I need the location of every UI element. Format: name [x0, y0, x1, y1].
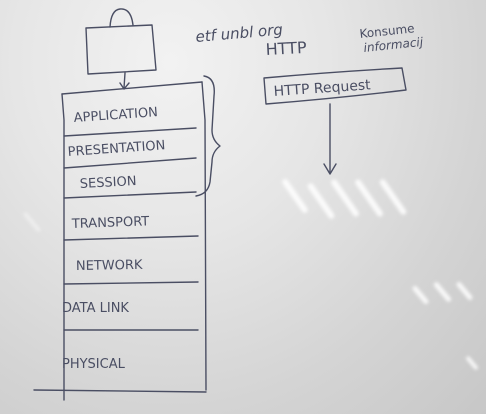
- curly-brace: [195, 75, 221, 197]
- layer-presentation: PRESENTATION: [67, 138, 166, 160]
- layer-physical: PHYSICAL: [62, 357, 126, 372]
- note-line-2: informacij: [363, 35, 425, 55]
- layer-data-link: DATA LINK: [62, 301, 129, 316]
- briefcase-icon: [85, 24, 157, 75]
- layer-application: APPLICATION: [73, 105, 158, 126]
- layer-transport: TRANSPORT: [71, 214, 150, 232]
- note-line-1: Konsume: [359, 21, 415, 41]
- protocol-label: HTTP: [265, 38, 307, 59]
- layer-network: NETWORK: [76, 258, 143, 274]
- request-box-outline: [263, 67, 407, 105]
- request-box-label: HTTP Request: [273, 77, 372, 100]
- layer-session: SESSION: [79, 174, 136, 192]
